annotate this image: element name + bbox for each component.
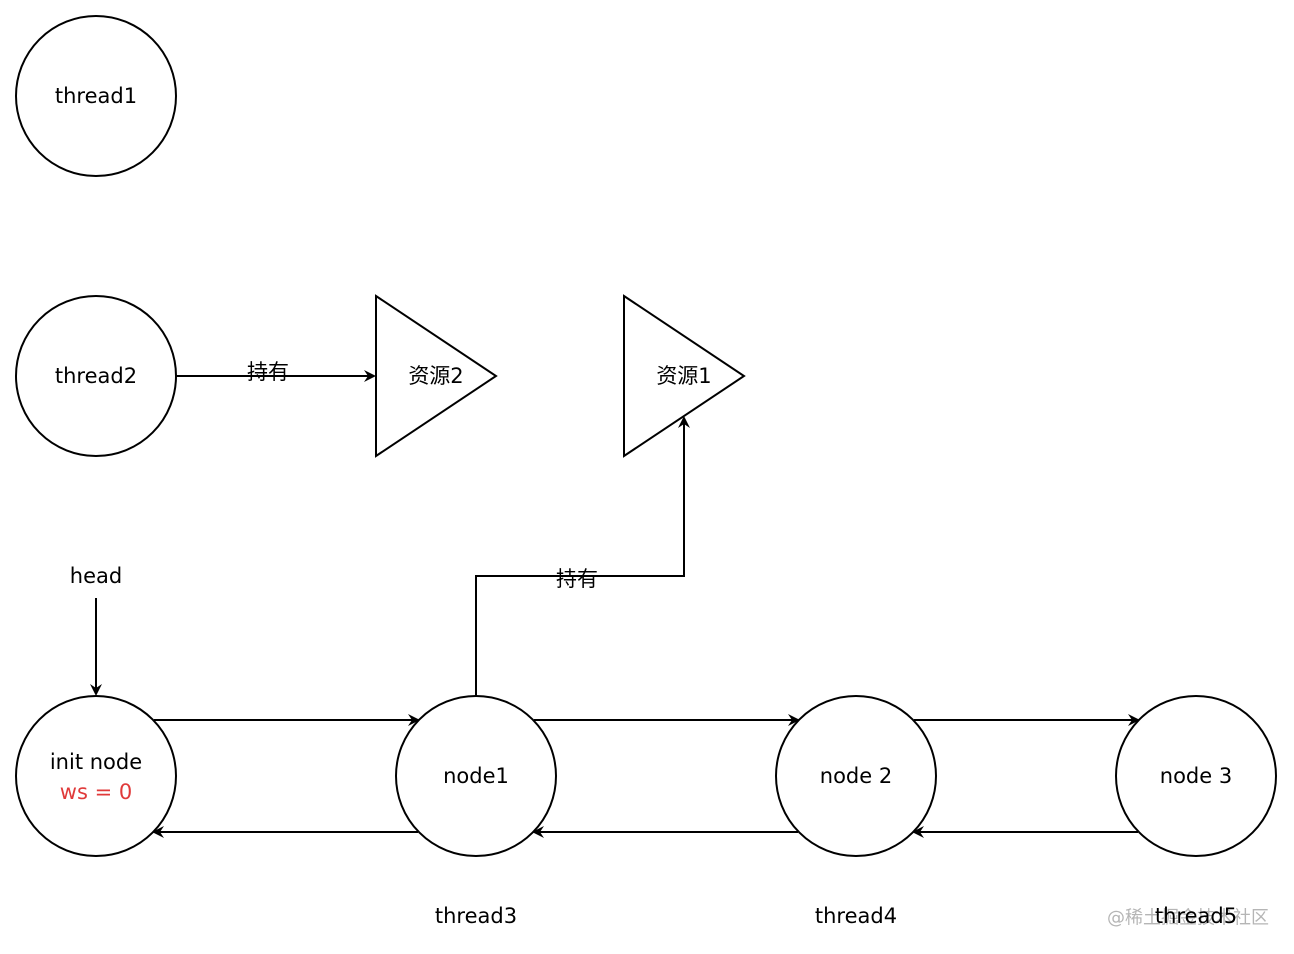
edge-node1-to-resource1 — [475, 416, 690, 696]
resource2-node: 资源2 — [375, 294, 498, 458]
init-node: init node ws = 0 — [15, 695, 177, 857]
resource1-label: 资源1 — [656, 364, 711, 388]
thread1-node: thread1 — [15, 15, 177, 177]
head-label: head — [70, 564, 122, 588]
resource2-label: 资源2 — [408, 364, 463, 388]
node2-circle — [775, 695, 937, 857]
init-node-label: init node — [50, 750, 142, 774]
edges — [90, 370, 1140, 838]
node3: node 3 — [1115, 695, 1277, 857]
edge-label-hold-thread2: 持有 — [247, 360, 289, 384]
watermark-text: @稀土掘金技术社区 — [1107, 908, 1269, 929]
thread2-circle — [15, 295, 177, 457]
edge-label-hold-node1: 持有 — [556, 567, 598, 591]
resource1-node: 资源1 — [623, 294, 746, 458]
node2-label: node 2 — [820, 764, 892, 788]
node1-circle — [395, 695, 557, 857]
resource1-triangle — [623, 294, 746, 458]
thread3-label: thread3 — [435, 904, 517, 928]
node3-circle — [1115, 695, 1277, 857]
thread2-label: thread2 — [55, 364, 137, 388]
thread1-label: thread1 — [55, 84, 137, 108]
thread5-label: thread5 — [1155, 904, 1237, 928]
node2: node 2 — [775, 695, 937, 857]
resource2-triangle — [375, 294, 498, 458]
init-node-ws: ws = 0 — [60, 780, 132, 804]
node3-label: node 3 — [1160, 764, 1232, 788]
thread2-node: thread2 — [15, 295, 177, 457]
thread4-label: thread4 — [815, 904, 897, 928]
thread1-circle — [15, 15, 177, 177]
node1: node1 — [395, 695, 557, 857]
init-node-circle — [15, 695, 177, 857]
node1-label: node1 — [443, 764, 509, 788]
